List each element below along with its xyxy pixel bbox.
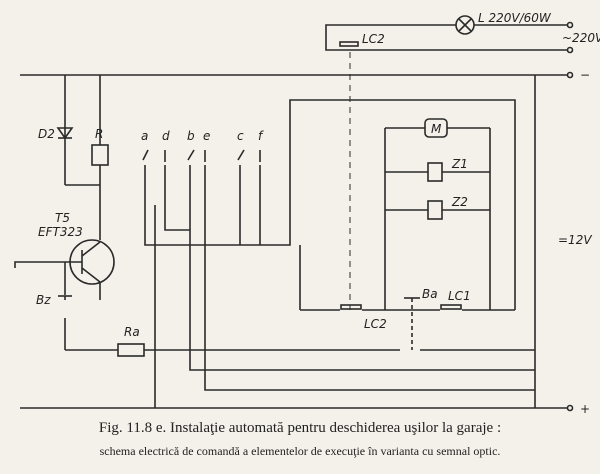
- contact-d-label: d: [162, 129, 170, 143]
- lc2-contact-bottom: [340, 304, 362, 310]
- lc2-label-top: LC2: [362, 32, 385, 46]
- motor-label: M: [431, 122, 442, 136]
- relay-coil-icon: [91, 144, 109, 166]
- transistor-label: T5: [55, 211, 70, 225]
- z2-label: Z2: [451, 195, 468, 209]
- figure-caption-title: Fig. 11.8 e. Instalaţie automată pentru …: [98, 420, 502, 436]
- diode-icon: [56, 127, 74, 140]
- lamp-label: L 220V/60W: [478, 11, 552, 25]
- lc1-contact: [440, 304, 462, 310]
- relay-label: R: [95, 127, 103, 141]
- motor-icon: [424, 118, 448, 138]
- contact-b-label: b: [187, 129, 195, 143]
- d2-label: D2: [38, 127, 55, 141]
- lc1-label: LC1: [448, 289, 471, 303]
- ba-label: Ba: [422, 287, 438, 301]
- z1-label: Z1: [451, 157, 468, 171]
- ac-voltage-label: ~220V: [562, 31, 600, 45]
- lc2-contact-top: [339, 41, 359, 47]
- ra-label: Ra: [124, 325, 140, 339]
- contacts: a d b e c f: [141, 99, 535, 391]
- z1-coil-icon: [427, 162, 443, 182]
- z2-coil-icon: [427, 200, 443, 220]
- transistor-type-label: EFT323: [38, 225, 83, 239]
- dc-voltage-label: =12V: [558, 233, 592, 247]
- minus-label: −: [580, 68, 590, 82]
- contact-a-label: a: [141, 129, 148, 143]
- lc2-label-bottom: LC2: [364, 317, 387, 331]
- contact-c-label: c: [237, 129, 244, 143]
- ra-resistor-icon: [117, 343, 145, 357]
- lamp-circuit: L 220V/60W ~220V LC2: [325, 11, 600, 310]
- figure-caption-subtitle: schema electrică de comandă a elementelo…: [99, 444, 501, 458]
- plus-label: +: [580, 402, 590, 416]
- contact-f-label: f: [258, 129, 264, 143]
- contact-e-label: e: [203, 129, 210, 143]
- bz-label: Bz: [36, 293, 51, 307]
